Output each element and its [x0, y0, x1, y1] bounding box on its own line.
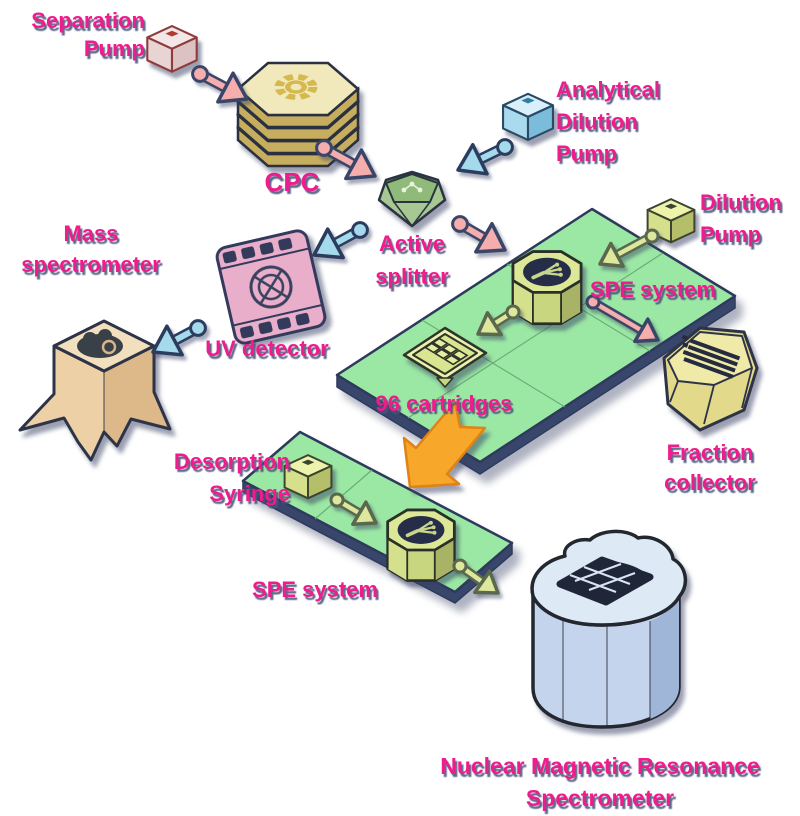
spe-valve-lower — [385, 508, 457, 583]
cpc-icon — [236, 61, 360, 168]
arrow-syringe-to-valve — [329, 492, 378, 527]
arrow-splitter-to-spe — [451, 215, 507, 254]
platform-grid-lines — [314, 469, 373, 520]
arrow-dilution-pump-to-platform — [598, 228, 660, 268]
analytical-dilution-pump-label: Pump — [556, 141, 617, 166]
arrow-uv-to-mass-spec — [151, 319, 207, 357]
arrow-cpc-to-splitter — [315, 139, 377, 181]
arrow-platform-to-fraction-collector — [585, 294, 660, 344]
rack-rows-icon — [681, 334, 741, 379]
target-reticle-icon — [249, 265, 293, 309]
labels-layer: Separation Pump CPC Analytical Dilution … — [21, 8, 782, 811]
well-grid-icon — [423, 337, 469, 366]
dilution-pump-label: Dilution — [700, 190, 782, 215]
transfer-arrow — [402, 400, 487, 489]
molecule-icon — [401, 181, 423, 193]
arrow-splitter-to-uv — [312, 221, 369, 260]
spe-system-lower-label: SPE system — [252, 577, 378, 602]
separation-pump-label: Pump — [84, 36, 145, 61]
separation-pump-icon — [146, 25, 198, 73]
desorption-syringe-label: Syringe — [209, 481, 290, 506]
cartridge-plate-icon — [402, 326, 488, 388]
gear-icon — [274, 74, 318, 100]
arrow-valve-to-nmr — [452, 558, 500, 595]
nmr-label: Spectrometer — [526, 785, 674, 811]
nmr-spectrometer-icon — [530, 529, 688, 729]
analytical-dilution-pump-icon — [501, 92, 555, 141]
active-splitter-label: Active — [379, 231, 445, 256]
fraction-collector-label: collector — [664, 470, 756, 495]
analytical-dilution-pump-label: Analytical — [556, 77, 660, 102]
cartridges-label: 96 cartridges — [376, 391, 513, 416]
fraction-collector-icon — [662, 326, 759, 432]
mass-spectrometer-label: Mass — [63, 221, 118, 246]
cpc-label: CPC — [265, 167, 320, 197]
nmr-label: Nuclear Magnetic Resonance — [440, 753, 760, 779]
mass-spectrometer-label: spectrometer — [21, 252, 161, 277]
arrow-analytical-pump-to-splitter — [456, 138, 514, 176]
active-splitter-label: splitter — [375, 264, 449, 289]
separation-pump-label: Separation — [31, 8, 145, 33]
uv-detector-icon — [215, 229, 327, 345]
arrow-separation-pump-to-cpc — [191, 65, 249, 104]
cloud-analyzer-icon — [77, 329, 123, 358]
flow-arrows — [151, 65, 660, 595]
desorption-syringe-label: Desorption — [174, 449, 290, 474]
fraction-collector-label: Fraction — [667, 440, 754, 465]
analytical-dilution-pump-label: Dilution — [556, 109, 638, 134]
nmr-window-icon — [556, 556, 654, 606]
film-perforations — [222, 237, 310, 339]
mass-spectrometer-icon — [18, 319, 172, 462]
dilution-pump-label: Pump — [700, 222, 761, 247]
spe-system-upper-label: SPE system — [590, 277, 716, 302]
active-splitter-icon — [377, 170, 447, 228]
spe-valve-upper — [511, 249, 583, 326]
uv-detector-label: UV detector — [205, 336, 329, 361]
desorption-syringe-icon — [283, 454, 333, 500]
arrow-valve-to-cartridges — [476, 304, 521, 337]
